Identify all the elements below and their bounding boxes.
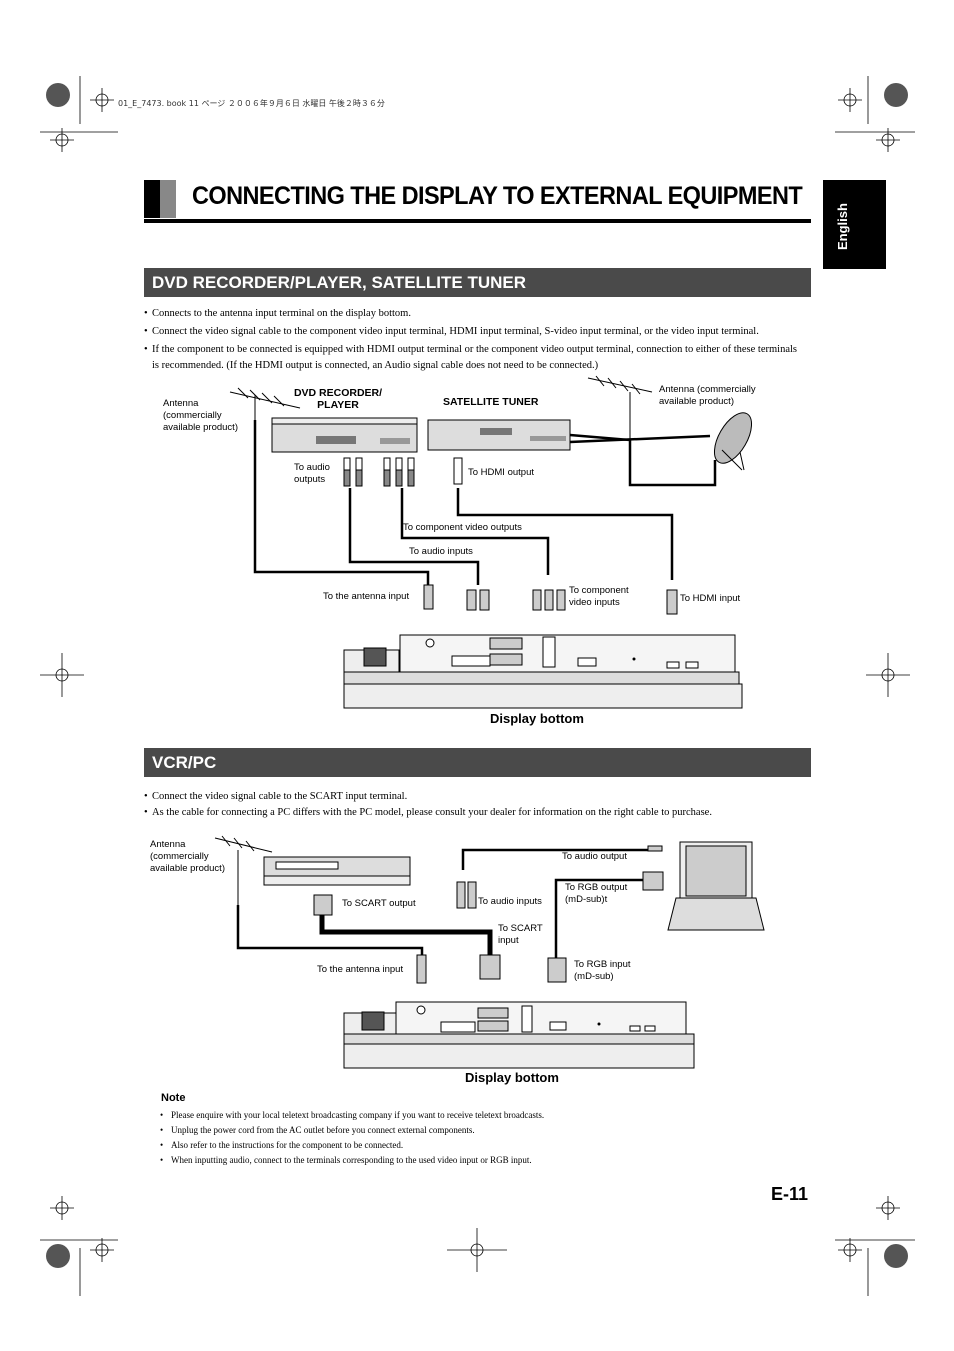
section-heading-dvd: DVD RECORDER/PLAYER, SATELLITE TUNER bbox=[144, 268, 811, 297]
list-item: Unplug the power cord from the AC outlet… bbox=[160, 1123, 800, 1138]
page-number: E-11 bbox=[771, 1184, 809, 1204]
caption-display-bottom-1: Display bottom bbox=[490, 711, 584, 726]
label-satellite-tuner: SATELLITE TUNER bbox=[443, 396, 539, 408]
label-to-rgb-input: To RGB input (mD-sub) bbox=[574, 959, 631, 982]
label-to-audio-output: To audio output bbox=[562, 851, 627, 862]
list-item: When inputting audio, connect to the ter… bbox=[160, 1153, 800, 1168]
print-header: 01_E_7473. book 11 ページ ２００６年９月６日 水曜日 午後２… bbox=[118, 99, 385, 108]
caption-display-bottom-2: Display bottom bbox=[465, 1070, 559, 1085]
list-item: Connect the video signal cable to the co… bbox=[144, 324, 804, 340]
page-title-bar: CONNECTING THE DISPLAY TO EXTERNAL EQUIP… bbox=[144, 180, 811, 218]
label-to-hdmi-input: To HDMI input bbox=[680, 593, 741, 604]
note-title: Note bbox=[161, 1092, 186, 1104]
list-item: Please enquire with your local teletext … bbox=[160, 1108, 800, 1123]
list-item: If the component to be connected is equi… bbox=[144, 342, 804, 374]
label-to-hdmi-output: To HDMI output bbox=[468, 467, 534, 478]
page-title: CONNECTING THE DISPLAY TO EXTERNAL EQUIP… bbox=[192, 182, 803, 210]
label-to-component-outputs: To component video outputs bbox=[403, 522, 522, 533]
label-to-scart-input: To SCART input bbox=[498, 923, 543, 946]
section-heading-vcr-pc: VCR/PC bbox=[144, 748, 811, 777]
label-to-antenna-input-2: To the antenna input bbox=[317, 964, 404, 975]
note-list: Please enquire with your local teletext … bbox=[160, 1108, 800, 1168]
label-to-audio-inputs: To audio inputs bbox=[409, 546, 473, 557]
label-dvd-recorder: DVD RECORDER/ PLAYER bbox=[293, 387, 383, 411]
label-to-rgb-output: To RGB output (mD-sub)t bbox=[565, 882, 628, 905]
label-antenna-right: Antenna (commercially available product) bbox=[659, 384, 756, 407]
label-to-component-inputs: To component video inputs bbox=[569, 585, 629, 608]
list-item: Also refer to the instructions for the c… bbox=[160, 1138, 800, 1153]
label-to-scart-output: To SCART output bbox=[342, 898, 416, 909]
section2-bullets: Connect the video signal cable to the SC… bbox=[144, 789, 804, 821]
label-antenna-left: Antenna (commercially available product) bbox=[163, 398, 238, 433]
label-to-audio-outputs: To audio outputs bbox=[294, 462, 330, 485]
title-rule bbox=[144, 219, 811, 223]
label-to-antenna-input: To the antenna input bbox=[323, 591, 410, 602]
list-item: Connect the video signal cable to the SC… bbox=[144, 789, 804, 805]
language-tab: English bbox=[823, 180, 886, 269]
list-item: Connects to the antenna input terminal o… bbox=[144, 306, 804, 322]
label-antenna-vcr: Antenna (commercially available product) bbox=[150, 839, 225, 874]
section1-bullets: Connects to the antenna input terminal o… bbox=[144, 306, 804, 374]
label-to-audio-inputs-2: To audio inputs bbox=[478, 896, 542, 907]
list-item: As the cable for connecting a PC differs… bbox=[144, 805, 804, 821]
